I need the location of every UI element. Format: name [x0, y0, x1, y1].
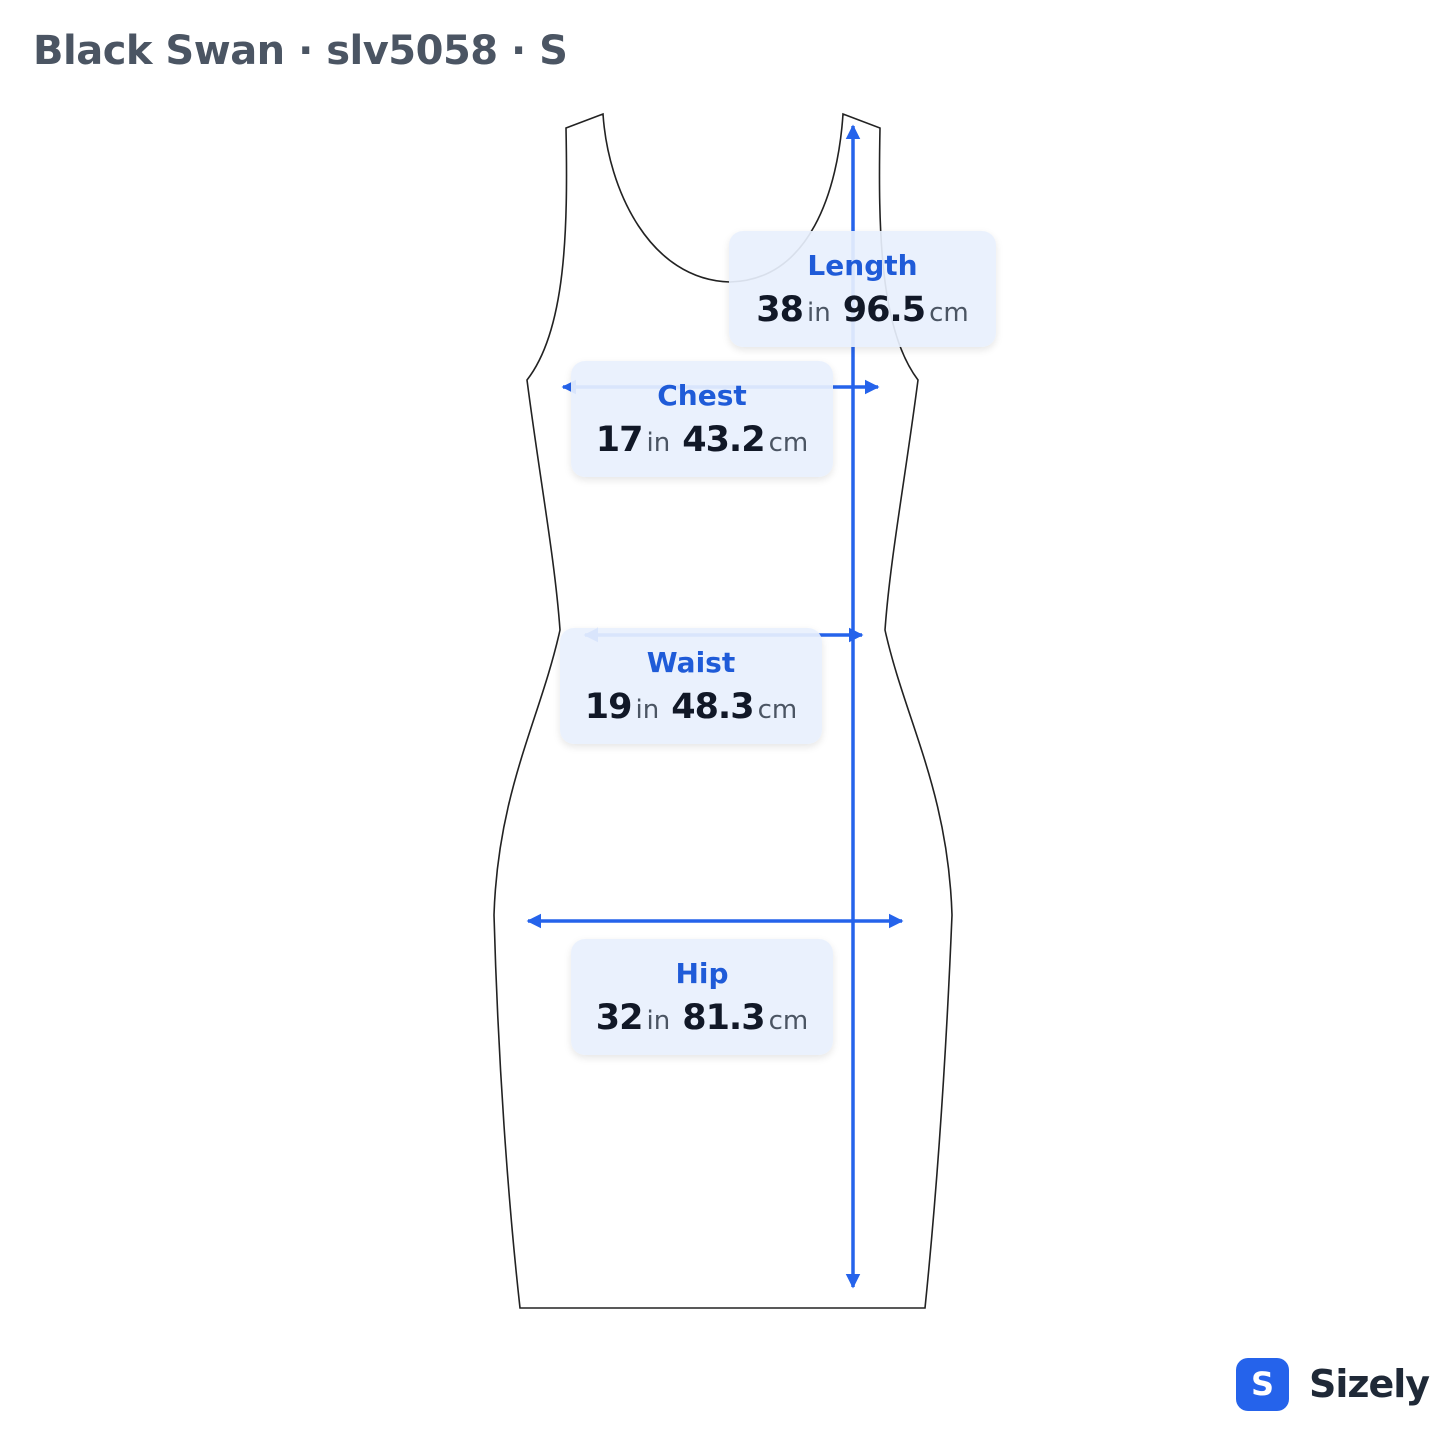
hip-in-unit: in: [646, 1006, 671, 1036]
chest-in-value: 17: [595, 420, 644, 460]
waist-cm-value: 48.3: [671, 687, 754, 727]
chest-cm-unit: cm: [768, 428, 809, 458]
length-cm-unit: cm: [929, 298, 969, 328]
hip-cm-unit: cm: [768, 1006, 809, 1036]
chest-label: Chest: [657, 379, 747, 412]
length-label: Length: [807, 249, 918, 282]
hip-cm-value: 81.3: [682, 998, 765, 1038]
hip-label: Hip: [675, 957, 729, 990]
page-title: Black Swan · slv5058 · S: [33, 28, 568, 74]
brand-logo: S Sizely: [1236, 1357, 1430, 1411]
chest-cm-value: 43.2: [682, 420, 765, 460]
length-cm-value: 96.5: [842, 290, 926, 330]
waist-cm-unit: cm: [757, 695, 798, 725]
hip-in-value: 32: [595, 998, 644, 1038]
brand-name: Sizely: [1309, 1362, 1430, 1406]
length-in-unit: in: [807, 298, 831, 328]
waist-in-unit: in: [635, 695, 660, 725]
brand-badge-icon: S: [1236, 1357, 1289, 1411]
chest-in-unit: in: [646, 428, 671, 458]
waist-in-value: 19: [584, 687, 633, 727]
length-in-value: 38: [756, 290, 804, 330]
waist-label: Waist: [646, 646, 736, 679]
